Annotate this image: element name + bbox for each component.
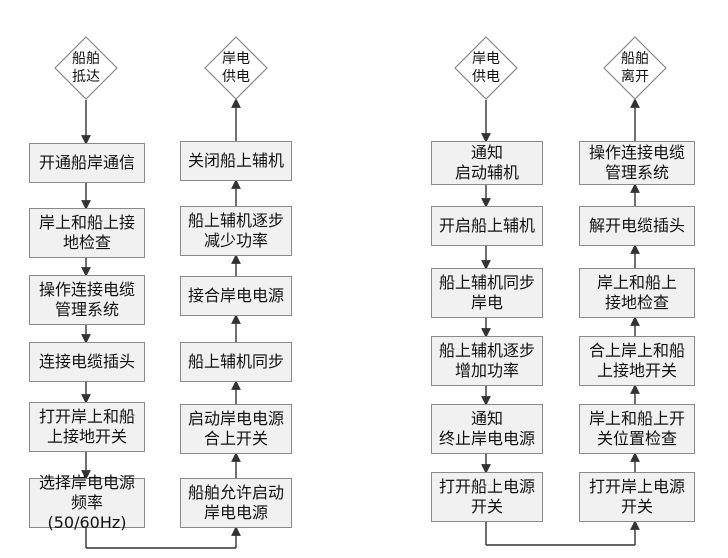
right-return-step-1: 打开岸上电源 开关 <box>579 472 695 522</box>
left-return-step-2: 启动岸电电源 合上开关 <box>180 404 292 454</box>
left-step-6: 选择岸电电源 频率(50/60Hz) <box>29 473 145 532</box>
left-return-step-5: 船上辅机逐步 减少功率 <box>180 206 292 256</box>
left-return-step-4: 接合岸电电源 <box>180 276 292 316</box>
right-end-label: 船舶 离开 <box>621 51 649 85</box>
right-step-6: 打开船上电源 开关 <box>431 472 543 522</box>
right-return-step-2: 岸上和船上开 关位置检查 <box>579 404 695 454</box>
left-step-5: 打开岸上和船 上接地开关 <box>29 402 145 452</box>
right-step-5: 通知 终止岸电电源 <box>431 404 543 454</box>
right-step-2: 开启船上辅机 <box>431 206 543 246</box>
left-end-diamond: 岸电 供电 <box>204 36 268 100</box>
right-return-step-3: 合上岸上和船 上接地开关 <box>579 336 695 386</box>
left-step-4: 连接电缆插头 <box>29 342 145 382</box>
right-start-label: 岸电 供电 <box>472 51 500 85</box>
right-return-step-5: 解开电缆插头 <box>579 206 695 246</box>
right-step-1: 通知 启动辅机 <box>431 141 543 185</box>
left-start-label: 船舶 抵达 <box>72 51 100 85</box>
left-return-step-3: 船上辅机同步 <box>180 342 292 382</box>
left-return-step-6: 关闭船上辅机 <box>180 141 292 181</box>
left-step-1: 开通船岸通信 <box>29 143 145 183</box>
right-step-4: 船上辅机逐步 增加功率 <box>431 336 543 386</box>
left-start-diamond: 船舶 抵达 <box>54 36 118 100</box>
left-step-2: 岸上和船上接 地检查 <box>29 208 145 258</box>
right-return-step-4: 岸上和船上 接地检查 <box>579 268 695 318</box>
right-return-step-6: 操作连接电缆 管理系统 <box>579 141 695 185</box>
left-return-step-1: 船舶允许启动 岸电电源 <box>180 478 292 528</box>
right-step-3: 船上辅机同步 岸电 <box>431 268 543 318</box>
left-step-3: 操作连接电缆 管理系统 <box>29 275 145 325</box>
right-end-diamond: 船舶 离开 <box>603 36 667 100</box>
right-start-diamond: 岸电 供电 <box>454 36 518 100</box>
left-end-label: 岸电 供电 <box>222 51 250 85</box>
